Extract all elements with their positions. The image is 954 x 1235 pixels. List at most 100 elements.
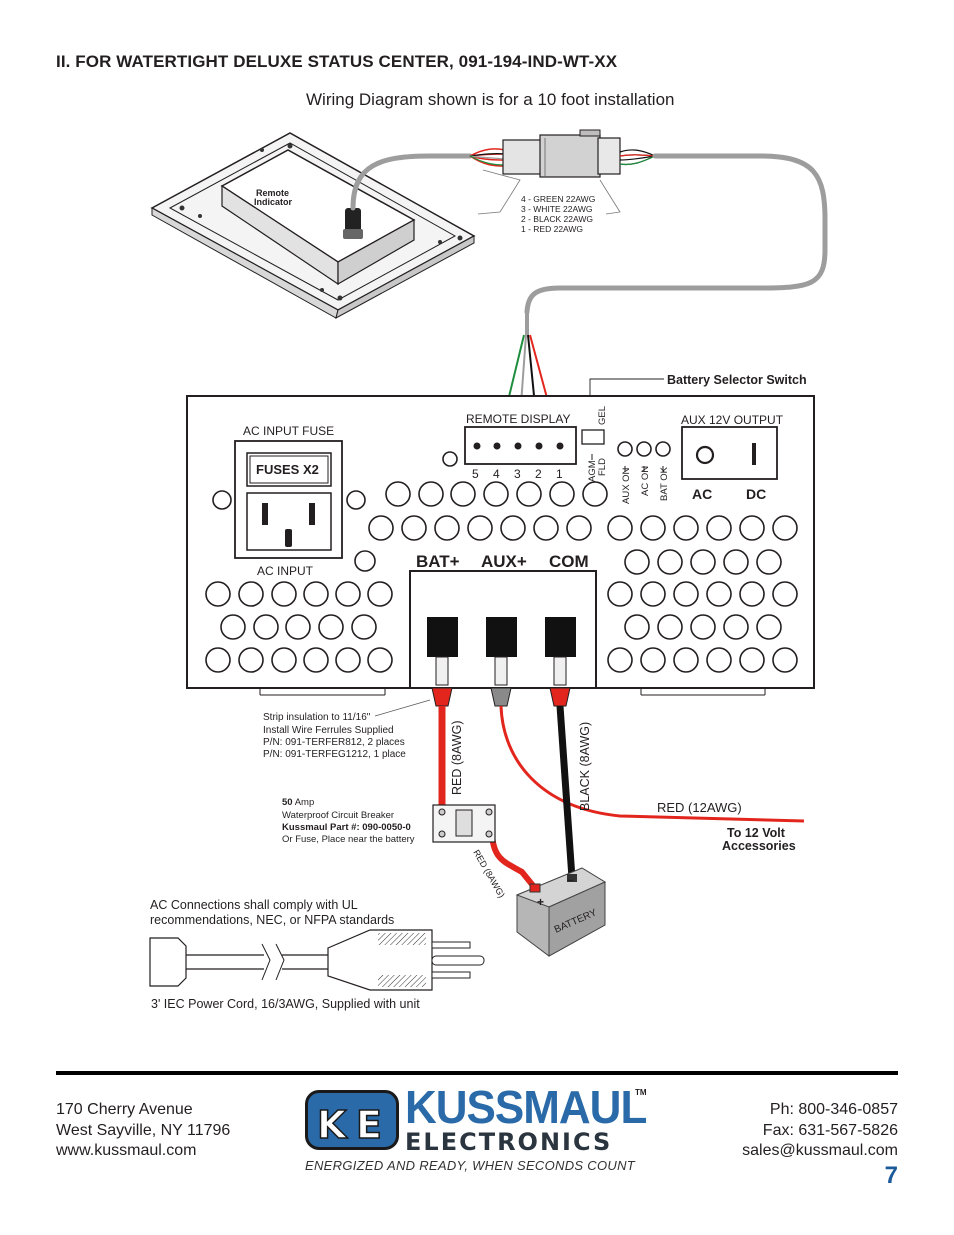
vent-hole [401,515,427,541]
breaker-part-label: Kussmaul Part #: 090-0050-0 [282,822,411,833]
wire-label: 4 - GREEN 22AWG [521,194,595,204]
vent-hole [607,647,633,673]
vent-hole [346,490,366,510]
vent-hole [354,550,376,572]
logo-name: KUSSMAUL [405,1082,647,1134]
vent-hole [772,647,798,673]
vent-hole [582,481,608,507]
email-link[interactable]: sales@kussmaul.com [742,1142,898,1159]
vent-hole [566,515,592,541]
pin-dot [556,442,564,450]
address-line: 170 Cherry Avenue [56,1101,193,1118]
battery-selector-label: Battery Selector Switch [667,373,807,387]
vent-hole [467,515,493,541]
vent-hole [238,581,264,607]
terminal-blocks [427,617,576,707]
pin-dot [473,442,481,450]
wire-connector [502,129,621,178]
vent-hole [418,481,444,507]
fax: Fax: 631-567-5826 [762,1121,898,1139]
vent-hole [617,441,633,457]
logo-k: K [316,1102,347,1148]
power-cord [149,929,485,991]
pin-number: 5 [472,467,479,481]
remote-indicator-label: Remote [256,188,289,198]
accessories-label: To 12 Volt [727,826,786,840]
ac-input-fuse-label: AC INPUT FUSE [243,424,334,438]
ac-note-line: AC Connections shall comply with UL [150,898,358,912]
logo-tagline: ENERGIZED AND READY, WHEN SECONDS COUNT [305,1158,635,1173]
vent-hole [303,647,329,673]
ac-input-label: AC INPUT [257,564,314,578]
vent-hole [205,581,231,607]
ac-note-line: recommendations, NEC, or NFPA standards [150,913,394,927]
strip-note-line: P/N: 091-TERFER812, 2 places [263,737,405,748]
vent-hole [756,614,782,640]
pin-number: 2 [535,467,542,481]
section-heading: II. FOR WATERTIGHT DELUXE STATUS CENTER,… [56,52,618,71]
vent-hole [220,614,246,640]
vent-hole [367,647,393,673]
main-cable [524,153,828,315]
vent-hole [706,581,732,607]
diagram-subtitle: Wiring Diagram shown is for a 10 foot in… [306,90,675,109]
cord-note: 3' IEC Power Cord, 16/3AWG, Supplied wit… [151,997,420,1011]
vent-hole [238,647,264,673]
vent-hole [450,481,476,507]
vent-hole [772,515,798,541]
terminal-label-aux: AUX+ [481,552,527,571]
vent-hole [367,581,393,607]
wire-label: 3 - WHITE 22AWG [521,204,592,214]
vent-hole [335,647,361,673]
vent-hole [385,481,411,507]
aux-red-wire [499,705,805,823]
vent-hole [253,614,279,640]
fuses-label: FUSES X2 [256,462,319,477]
vent-hole [655,441,671,457]
website-link[interactable]: www.kussmaul.com [56,1142,197,1159]
phone: Ph: 800-346-0857 [769,1101,898,1118]
switch-label-agm: AGM [587,460,598,482]
switch-label-fld: FLD [597,458,608,476]
vent-hole [500,515,526,541]
vent-hole [607,581,633,607]
switch-label-gel: GEL [597,406,608,425]
led-label-bat-ok: BAT OK [659,466,670,501]
vent-hole [636,441,652,457]
led-label-ac-on: AC ON [640,466,651,496]
breaker-amp-label: 50 Amp [282,797,314,808]
red-8awg-label: RED (8AWG) [450,720,464,795]
vent-hole [624,614,650,640]
vent-hole [368,515,394,541]
battery-selector-leader [589,378,664,402]
vent-hole [657,614,683,640]
vent-hole [549,481,575,507]
battery [515,867,607,957]
pin-dot [514,442,522,450]
black-8awg-label: BLACK (8AWG) [578,722,592,811]
remote-indicator [150,132,476,319]
terminal-label-bat: BAT+ [416,552,460,571]
vent-hole [657,549,683,575]
vent-hole [723,614,749,640]
address-line: West Sayville, NY 11796 [56,1121,231,1139]
vent-hole [205,647,231,673]
vent-hole [756,549,782,575]
vent-hole [533,515,559,541]
pin-number: 1 [556,467,563,481]
vent-hole [212,490,232,510]
vent-hole [690,549,716,575]
vent-hole [706,515,732,541]
vent-hole [285,614,311,640]
dc-switch-label: DC [746,486,766,502]
wire-label: 1 - RED 22AWG [521,224,583,234]
kussmaul-logo: K E KUSSMAUL TM ELECTRONICS ENERGIZED AN… [305,1082,650,1178]
ac-switch-label: AC [692,486,712,502]
vent-hole [673,581,699,607]
footer-address: 170 Cherry Avenue West Sayville, NY 1179… [56,1100,230,1162]
accessories-label: Accessories [722,839,796,853]
wiring-diagram: Remote Indicator 4 - GREEN 22AWG 3 - WHI… [149,129,828,1011]
remote-display-label: REMOTE DISPLAY [466,412,570,426]
vent-hole [607,515,633,541]
vent-hole [723,549,749,575]
